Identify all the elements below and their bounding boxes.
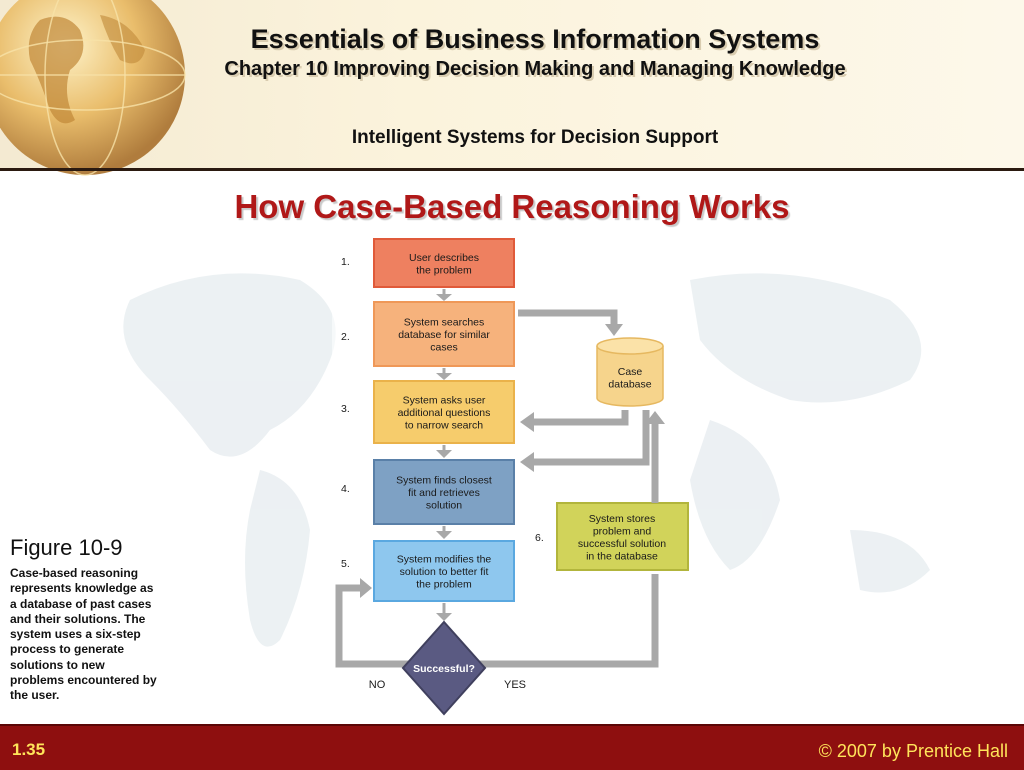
step-2-label-line: System searches: [404, 317, 485, 329]
step-4-label-line: solution: [426, 500, 462, 512]
database-label: Case: [618, 366, 643, 378]
step-4-box: [373, 459, 515, 525]
step-3-number: 3.: [341, 403, 350, 415]
yes-label: YES: [504, 679, 526, 691]
slide-title: How Case-Based Reasoning Works: [234, 188, 790, 225]
chapter-title: Chapter 10 Improving Decision Making and…: [224, 58, 846, 80]
step-2-box: [373, 301, 515, 367]
step-2-label-line: database for similar: [398, 329, 490, 341]
step-6-label-line: successful solution: [578, 538, 666, 550]
step-4-label-line: fit and retrieves: [408, 487, 480, 499]
step-6-label-line: problem and: [593, 525, 652, 537]
step-3-label-line: System asks user: [403, 395, 486, 407]
step-5-label-line: solution to better fit: [400, 566, 489, 578]
step-2-label-line: cases: [430, 342, 457, 354]
step-4-number: 4.: [341, 483, 350, 495]
step-1-number: 1.: [341, 256, 350, 268]
step-1-label-line: the problem: [416, 264, 472, 276]
step-5-box: [373, 540, 515, 602]
step-5-label-line: the problem: [416, 579, 472, 591]
step-5-number: 5.: [341, 558, 350, 570]
section-title: Intelligent Systems for Decision Support: [351, 127, 719, 148]
database-label: database: [608, 379, 651, 391]
step-6-label-line: System stores: [589, 513, 656, 525]
case-database: [596, 337, 664, 407]
book-title: Essentials of Business Information Syste…: [250, 24, 820, 54]
step-3-box: [373, 380, 515, 444]
no-label: NO: [369, 679, 386, 691]
step-6-number: 6.: [535, 532, 544, 544]
step-1-label-line: User describes: [409, 252, 479, 264]
slide-number: 1.35: [12, 740, 46, 759]
globe-logo: [0, 0, 186, 176]
header-divider: [0, 168, 1024, 171]
footer-bar: [0, 724, 1024, 770]
step-4-label-line: System finds closest: [396, 475, 492, 487]
step-6-box: [556, 502, 689, 571]
step-5-label-line: System modifies the: [397, 554, 492, 566]
figure-caption: Case-based reasoning represents knowledg…: [10, 566, 157, 703]
step-6-label-line: in the database: [586, 550, 658, 562]
decision-label: Successful?: [413, 663, 475, 675]
copyright-notice: © 2007 by Prentice Hall: [818, 741, 1008, 761]
step-3-label-line: additional questions: [398, 407, 491, 419]
step-1-box: [373, 238, 515, 288]
world-map-background: [123, 273, 930, 647]
decision-diamond: [401, 620, 487, 716]
step-2-number: 2.: [341, 331, 350, 343]
step-3-label-line: to narrow search: [405, 420, 483, 432]
figure-title: Figure 10-9: [10, 535, 123, 560]
